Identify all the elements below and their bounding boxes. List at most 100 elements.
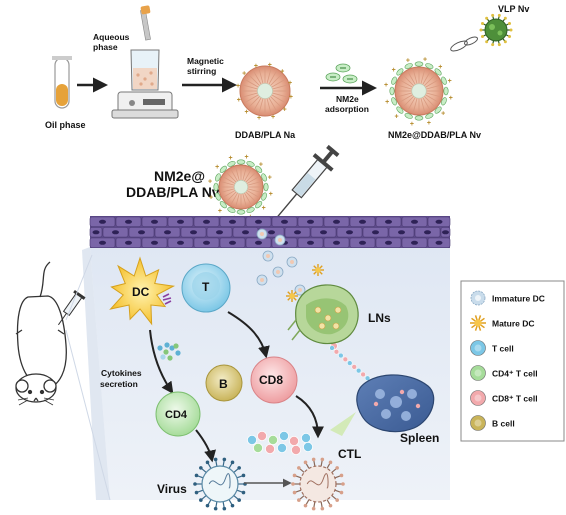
svg-text:+: + bbox=[254, 63, 258, 70]
oil-phase-label: Oil phase bbox=[45, 120, 86, 130]
svg-text:+: + bbox=[289, 94, 293, 101]
legend-item: CD4⁺ T cell bbox=[470, 365, 538, 381]
svg-text:+: + bbox=[237, 97, 241, 104]
svg-text:+: + bbox=[268, 175, 272, 182]
svg-text:+: + bbox=[384, 82, 388, 89]
legend-item: Mature DC bbox=[470, 315, 535, 331]
svg-text:+: + bbox=[283, 106, 287, 113]
tissue-panel-gradient-edge bbox=[82, 247, 110, 500]
legend-label: Immature DC bbox=[492, 294, 545, 304]
spleen-light-beam bbox=[330, 412, 356, 436]
spleen-icon bbox=[356, 374, 435, 433]
ctl-label: CTL bbox=[338, 447, 361, 461]
ctl-cluster-icon bbox=[246, 430, 313, 455]
svg-text:+: + bbox=[438, 64, 442, 71]
svg-text:+: + bbox=[448, 78, 452, 85]
t-cell: T bbox=[181, 263, 231, 313]
svg-text:+: + bbox=[427, 120, 431, 127]
svg-text:B: B bbox=[219, 377, 228, 391]
arrow-cd8-to-ctl bbox=[295, 395, 324, 439]
legend-item: B cell bbox=[470, 415, 515, 431]
lns-label: LNs bbox=[368, 311, 391, 325]
svg-text:+: + bbox=[280, 68, 284, 75]
svg-text:+: + bbox=[257, 115, 261, 122]
svg-text:+: + bbox=[423, 56, 427, 63]
svg-text:+: + bbox=[449, 95, 453, 102]
lymph-vessel-beads bbox=[329, 345, 375, 385]
lymph-node-icon bbox=[287, 284, 359, 345]
svg-text:+: + bbox=[410, 121, 414, 128]
svg-text:+: + bbox=[395, 113, 399, 120]
arrow-cd4-to-virus bbox=[195, 429, 216, 463]
legend-label: Mature DC bbox=[492, 319, 535, 329]
aqueous-phase-label: Aqueous phase bbox=[93, 32, 132, 52]
svg-text:+: + bbox=[209, 194, 213, 201]
svg-text:+: + bbox=[406, 57, 410, 64]
nm2e-nv-label: NM2e@DDAB/PLA Nv bbox=[388, 130, 481, 140]
svg-text:CD4: CD4 bbox=[165, 409, 188, 421]
arrow-t-to-cd8 bbox=[227, 311, 270, 359]
injection-label: NM2e@ DDAB/PLA Nv bbox=[126, 168, 220, 200]
cd8-t-cell: CD8 bbox=[250, 356, 298, 404]
nm2e-peptides-icon bbox=[325, 63, 358, 84]
zoom-rays bbox=[65, 254, 111, 501]
svg-text:+: + bbox=[208, 178, 212, 185]
arrow-dc-to-cd4 bbox=[149, 329, 174, 394]
svg-text:T: T bbox=[202, 280, 210, 294]
dendritic-cell: DC bbox=[109, 256, 176, 326]
svg-text:+: + bbox=[392, 67, 396, 74]
svg-text:+: + bbox=[288, 80, 292, 87]
mouse-icon bbox=[15, 261, 67, 406]
legend-item: Immature DC bbox=[470, 290, 545, 306]
mature-dc-icon bbox=[470, 315, 486, 331]
oil-phase-tube-icon bbox=[52, 56, 72, 109]
cd8-t-cell-icon bbox=[470, 390, 486, 406]
injected-nanoparticle-icon: ++++++++++++ bbox=[208, 154, 273, 222]
svg-text:+: + bbox=[236, 83, 240, 90]
magnetic-stirring-label: Magnetic stirring bbox=[187, 56, 226, 76]
svg-text:+: + bbox=[245, 154, 249, 161]
svg-text:+: + bbox=[218, 208, 222, 215]
legend-item: CD8⁺ T cell bbox=[470, 390, 538, 406]
dc-t-synapse bbox=[162, 293, 172, 305]
cd4-t-cell: CD4 bbox=[155, 391, 201, 437]
cd4-t-cell-icon bbox=[470, 365, 486, 381]
syringe-icon bbox=[276, 144, 340, 218]
cytokines-icon bbox=[157, 342, 181, 361]
ddab-pla-na-label: DDAB/PLA Na bbox=[235, 130, 296, 140]
svg-text:+: + bbox=[242, 71, 246, 78]
legend-label: CD8⁺ T cell bbox=[492, 394, 538, 404]
legend-label: CD4⁺ T cell bbox=[492, 369, 538, 379]
immature-dc-icon bbox=[470, 290, 486, 306]
svg-text:+: + bbox=[271, 114, 275, 121]
legend-label: B cell bbox=[492, 419, 515, 429]
vlp-nv-icon bbox=[450, 13, 513, 52]
spleen-label: Spleen bbox=[400, 431, 439, 445]
magnetic-stirrer-icon bbox=[111, 5, 179, 119]
ddab-pla-na-particle-icon: ++++++++++++ bbox=[236, 62, 293, 122]
svg-text:CD8: CD8 bbox=[259, 373, 283, 387]
svg-text:DC: DC bbox=[132, 285, 150, 299]
vlp-nv-label: VLP Nv bbox=[498, 4, 529, 14]
b-cell-icon bbox=[470, 415, 486, 431]
destroyed-virus-icon bbox=[291, 457, 345, 511]
b-cell: B bbox=[205, 364, 243, 402]
svg-text:+: + bbox=[385, 99, 389, 106]
svg-text:+: + bbox=[229, 155, 233, 162]
legend-label: T cell bbox=[492, 344, 514, 354]
cytokines-label: Cytokines secretion bbox=[100, 368, 144, 389]
svg-text:+: + bbox=[268, 62, 272, 69]
nm2e-adsorption-label: NM2e adsorption bbox=[325, 94, 369, 114]
virus-icon bbox=[193, 457, 247, 511]
virus-label: Virus bbox=[157, 482, 187, 496]
svg-text:+: + bbox=[262, 205, 266, 212]
t-cell-icon bbox=[470, 340, 486, 356]
skin-epithelium bbox=[89, 216, 451, 248]
svg-text:+: + bbox=[269, 191, 273, 198]
svg-text:+: + bbox=[215, 164, 219, 171]
svg-text:+: + bbox=[259, 161, 263, 168]
legend-item: T cell bbox=[470, 340, 514, 356]
nm2e-ddab-pla-nv-particle-icon: ++++++++++++ bbox=[384, 56, 453, 128]
